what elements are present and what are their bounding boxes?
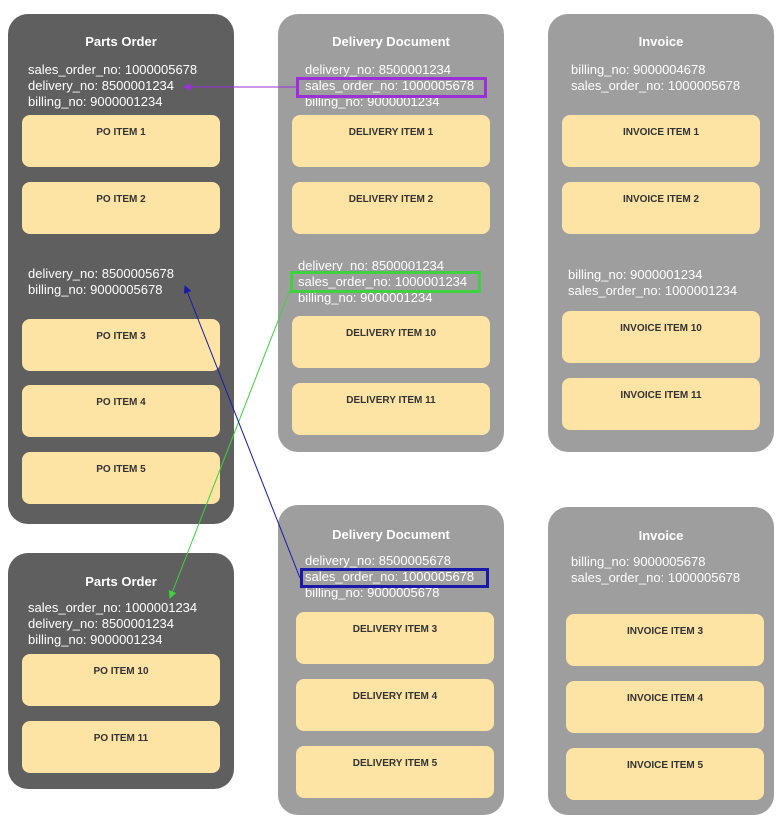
card-title: Parts Order (85, 34, 157, 49)
delivery-item: DELIVERY ITEM 5 (296, 746, 494, 798)
billing-field: billing_no: 9000001234 (568, 267, 703, 282)
header-fields: billing_no: 9000004678 sales_order_no: 1… (571, 62, 740, 94)
sales-order-field: sales_order_no: 1000005678 (305, 569, 475, 584)
delivery-document-card-2: Delivery Document delivery_no: 850000567… (278, 505, 504, 815)
invoice-card-1: Invoice billing_no: 9000004678 sales_ord… (548, 14, 774, 452)
delivery-item: DELIVERY ITEM 3 (296, 612, 494, 664)
po-item: PO ITEM 10 (22, 654, 220, 706)
billing-field: billing_no: 9000001234 (28, 94, 163, 109)
header-fields-2: delivery_no: 8500005678 billing_no: 9000… (28, 266, 174, 298)
card-title: Delivery Document (332, 34, 450, 49)
card-title: Invoice (638, 34, 684, 49)
billing-field: billing_no: 9000005678 (571, 554, 706, 569)
parts-order-card-2: Parts Order sales_order_no: 1000001234 d… (8, 553, 234, 789)
po-item: PO ITEM 5 (22, 452, 220, 504)
invoice-item: INVOICE ITEM 5 (566, 748, 764, 800)
po-item: PO ITEM 4 (22, 385, 220, 437)
billing-field: billing_no: 9000004678 (571, 62, 706, 77)
sales-order-field: sales_order_no: 1000001234 (568, 283, 738, 298)
invoice-item: INVOICE ITEM 2 (562, 182, 760, 234)
billing-field: billing_no: 9000005678 (305, 585, 440, 600)
sales-order-field: sales_order_no: 1000005678 (28, 62, 198, 77)
billing-field: billing_no: 9000005678 (28, 282, 163, 297)
delivery-document-card-1: Delivery Document delivery_no: 850000123… (278, 14, 504, 452)
header-fields: sales_order_no: 1000001234 delivery_no: … (28, 600, 197, 648)
delivery-field: delivery_no: 8500001234 (298, 258, 445, 273)
card-title: Delivery Document (332, 527, 450, 542)
blue-highlight-box (300, 568, 489, 588)
delivery-field: delivery_no: 8500005678 (28, 266, 175, 281)
billing-field: billing_no: 9000001234 (28, 632, 163, 647)
invoice-item: INVOICE ITEM 10 (562, 311, 760, 363)
card-title: Invoice (638, 528, 684, 543)
header-fields-2: billing_no: 9000001234 sales_order_no: 1… (568, 267, 737, 299)
purple-highlight-box (296, 77, 487, 98)
delivery-item: DELIVERY ITEM 1 (292, 115, 490, 167)
delivery-field: delivery_no: 8500001234 (28, 78, 175, 93)
delivery-field: delivery_no: 8500001234 (305, 62, 452, 77)
delivery-field: delivery_no: 8500005678 (305, 553, 452, 568)
invoice-item: INVOICE ITEM 11 (562, 378, 760, 430)
sales-order-field: sales_order_no: 1000001234 (28, 600, 198, 615)
po-item: PO ITEM 2 (22, 182, 220, 234)
invoice-item: INVOICE ITEM 4 (566, 681, 764, 733)
header-fields: billing_no: 9000005678 sales_order_no: 1… (571, 554, 740, 586)
invoice-card-2: Invoice billing_no: 9000005678 sales_ord… (548, 507, 774, 815)
sales-order-field: sales_order_no: 1000005678 (305, 78, 475, 93)
parts-order-card-1: Parts Order sales_order_no: 1000005678 d… (8, 14, 234, 524)
invoice-item: INVOICE ITEM 3 (566, 614, 764, 666)
sales-order-field: sales_order_no: 1000001234 (298, 274, 468, 289)
header-fields: sales_order_no: 1000005678 delivery_no: … (28, 62, 197, 110)
header-fields-2: delivery_no: 8500001234 sales_order_no: … (298, 258, 467, 306)
delivery-item: DELIVERY ITEM 11 (292, 383, 490, 435)
billing-field: billing_no: 9000001234 (298, 290, 433, 305)
po-item: PO ITEM 1 (22, 115, 220, 167)
delivery-item: DELIVERY ITEM 10 (292, 316, 490, 368)
po-item: PO ITEM 11 (22, 721, 220, 773)
delivery-field: delivery_no: 8500001234 (28, 616, 175, 631)
delivery-item: DELIVERY ITEM 2 (292, 182, 490, 234)
invoice-item: INVOICE ITEM 1 (562, 115, 760, 167)
card-title: Parts Order (85, 574, 157, 589)
delivery-item: DELIVERY ITEM 4 (296, 679, 494, 731)
sales-order-field: sales_order_no: 1000005678 (571, 78, 741, 93)
green-highlight-box (290, 271, 481, 293)
header-fields: delivery_no: 8500005678 sales_order_no: … (305, 553, 474, 601)
po-item: PO ITEM 3 (22, 319, 220, 371)
sales-order-field: sales_order_no: 1000005678 (571, 570, 741, 585)
